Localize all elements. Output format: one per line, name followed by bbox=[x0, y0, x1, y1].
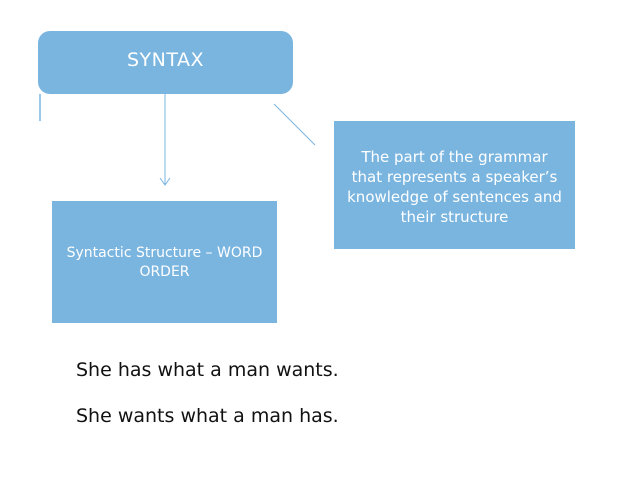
arrowhead-to-structure bbox=[159, 177, 171, 186]
definition-node: The part of the grammar that represents … bbox=[334, 121, 575, 249]
syntax-node-label: SYNTAX bbox=[126, 49, 205, 71]
syntactic-structure-label: Syntactic Structure – WORD ORDER bbox=[66, 245, 263, 280]
syntax-node: SYNTAX bbox=[38, 31, 293, 94]
connector-to-definition bbox=[273, 103, 316, 146]
example-sentence: She has what a man wants. bbox=[76, 359, 339, 381]
definition-label: The part of the grammar that represents … bbox=[347, 148, 562, 226]
syntactic-structure-node: Syntactic Structure – WORD ORDER bbox=[52, 201, 277, 323]
example-sentence: She wants what a man has. bbox=[76, 405, 339, 427]
